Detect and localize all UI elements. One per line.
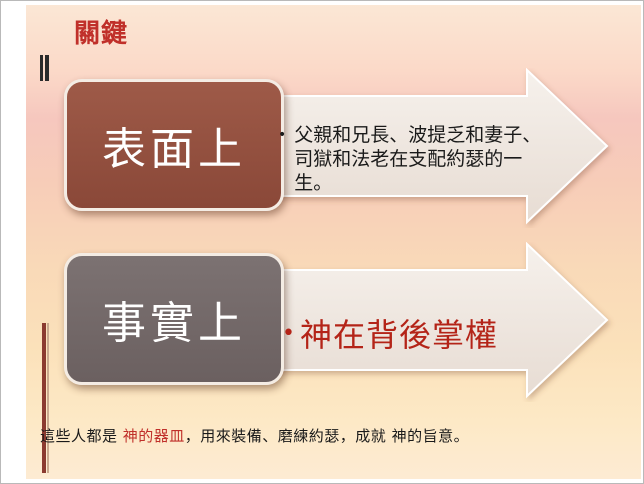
bullet-dot-icon: • xyxy=(282,320,296,346)
slide-title: 關鍵 xyxy=(74,19,129,49)
arrow-shape xyxy=(266,242,609,399)
footer-caption: 這些人都是 神的器皿，用來裝備、磨練約瑟，成就 神的旨意。 xyxy=(40,425,640,446)
label-text: 事實上 xyxy=(102,298,246,349)
bullet-dot-icon: • xyxy=(278,127,287,143)
slide: 關鍵 xyxy=(26,5,641,479)
bullet-text: 神在背後掌權 xyxy=(299,316,498,354)
label-box-reality: 事實上 xyxy=(64,253,284,385)
bullet-item: • 神在背後掌權 xyxy=(282,310,498,356)
side-bar-top xyxy=(40,55,43,81)
footer-text: ，用來裝備、磨練約瑟，成就 神的旨意。 xyxy=(184,427,470,445)
side-bar-top xyxy=(45,55,49,81)
footer-text: 這些人都是 xyxy=(40,427,123,445)
side-bar-bottom xyxy=(42,323,46,473)
bullet-text: 父親和兄長、波提乏和妻子、司獄和法老在支配約瑟的一生。 xyxy=(294,124,542,194)
arrow-shape xyxy=(266,68,609,225)
footer-highlight: 神的器皿 xyxy=(122,427,185,445)
label-text: 表面上 xyxy=(102,124,246,175)
bullet-item: • 父親和兄長、波提乏和妻子、司獄和法老在支配約瑟的一生。 xyxy=(278,123,548,195)
side-bar-bottom xyxy=(47,323,49,473)
label-box-surface: 表面上 xyxy=(64,79,284,211)
